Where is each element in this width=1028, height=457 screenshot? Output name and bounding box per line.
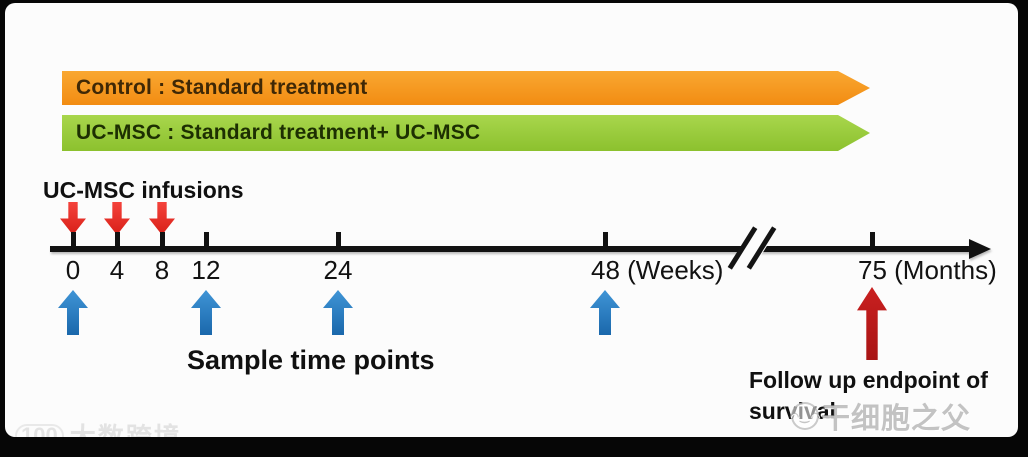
watermark-100-logo-icon: 100	[15, 423, 64, 437]
axis-break-icon	[727, 223, 778, 273]
sample-arrow-up-icon	[590, 290, 620, 335]
watermark-right-text: 干细胞之父	[821, 403, 972, 435]
followup-line-1: Follow up endpoint of	[749, 367, 988, 393]
timeline-axis	[50, 246, 972, 252]
tick-label-48-weeks: 48 (Weeks)	[591, 255, 724, 285]
tick-label-8: 8	[154, 255, 170, 285]
tick-label-12: 12	[191, 255, 221, 285]
legend-control-label: Control : Standard treatment	[76, 76, 368, 99]
tick-label-0: 0	[65, 255, 81, 285]
tick-week-24	[336, 232, 341, 247]
legend-control-banner: Control : Standard treatment	[62, 71, 870, 105]
tick-week-12	[204, 232, 209, 247]
legend-ucmsc-label: UC-MSC : Standard treatment+ UC-MSC	[76, 121, 481, 144]
watermark-face-icon: ◠‿◠	[789, 402, 820, 430]
tick-week-48	[603, 232, 608, 247]
tick-month-75	[870, 232, 875, 247]
sample-arrow-up-icon	[191, 290, 221, 335]
tick-label-24: 24	[323, 255, 353, 285]
infusion-arrow-down-icon	[104, 202, 130, 235]
tick-week-4	[115, 232, 120, 247]
sample-arrow-up-icon	[323, 290, 353, 335]
followup-arrow-up-icon	[857, 287, 887, 360]
infusions-heading: UC-MSC infusions	[43, 177, 244, 203]
timeline-arrowhead-icon	[969, 239, 991, 259]
watermark-left: 100 大数跨境	[15, 417, 182, 437]
tick-week-0	[71, 232, 76, 247]
infusion-arrow-down-icon	[60, 202, 86, 235]
sample-time-points-label: Sample time points	[187, 345, 435, 375]
figure-canvas: Control : Standard treatment UC-MSC : St…	[5, 3, 1018, 437]
watermark-left-text: 大数跨境	[69, 422, 182, 437]
tick-week-8	[160, 232, 165, 247]
followup-endpoint-label: Follow up endpoint of survival	[749, 365, 988, 427]
tick-label-75-months: 75 (Months)	[858, 255, 997, 285]
watermark-right: ◠‿◠ 干细胞之父	[789, 395, 972, 437]
infusion-arrow-down-icon	[149, 202, 175, 235]
tick-label-4: 4	[109, 255, 125, 285]
sample-arrow-up-icon	[58, 290, 88, 335]
legend-ucmsc-banner: UC-MSC : Standard treatment+ UC-MSC	[62, 115, 870, 151]
